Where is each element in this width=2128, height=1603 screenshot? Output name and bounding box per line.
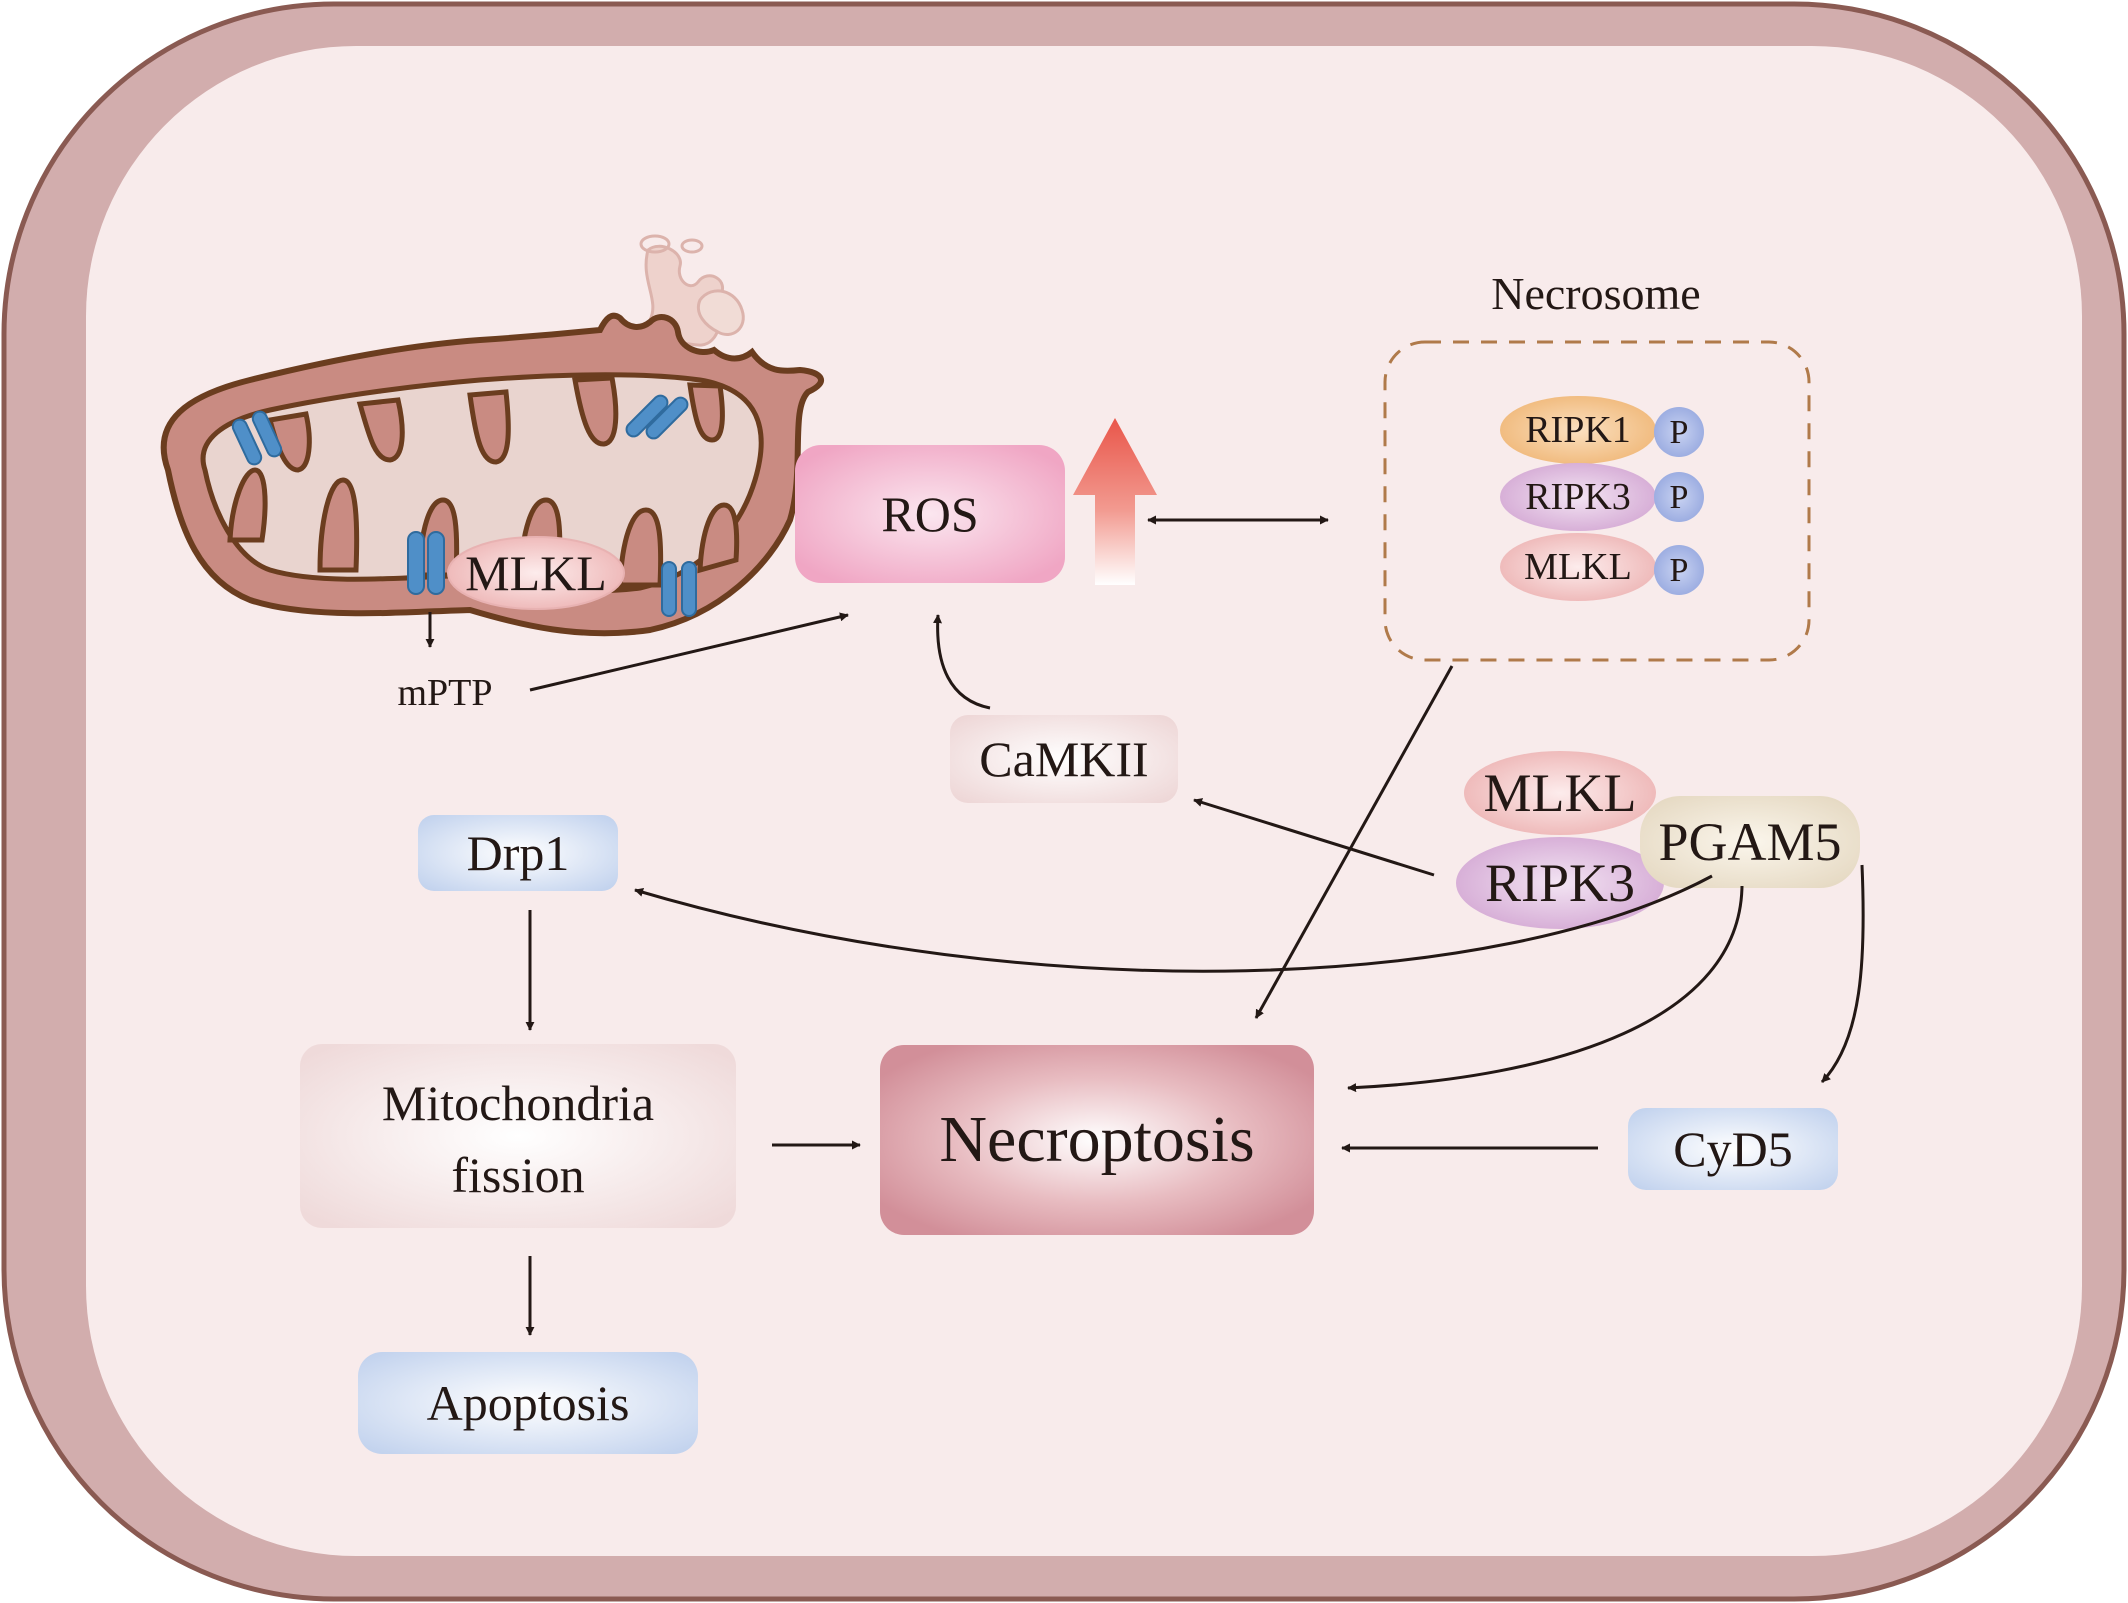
pgam5-box [1640, 796, 1860, 888]
phospho-label-ripk1: P [1669, 414, 1689, 451]
necrosome-ripk3-label: RIPK3 [1525, 476, 1631, 518]
complex-mlkl-label: MLKL [1483, 763, 1637, 823]
arrows [425, 515, 1865, 1336]
necroptosis-box [880, 1045, 1314, 1235]
ros-box [795, 445, 1065, 583]
ros-label: ROS [881, 486, 979, 542]
camkii-box [950, 715, 1178, 803]
fission-label-line2: fission [451, 1147, 585, 1203]
mito-mlkl-shape [447, 536, 625, 610]
complex-camkii-arrow [1193, 798, 1435, 877]
cyd5-box [1628, 1108, 1838, 1190]
necrosome-title: Necrosome [1491, 267, 1701, 319]
drp1-box [418, 815, 618, 891]
increase-arrow-icon [1073, 418, 1157, 585]
drp1-label: Drp1 [466, 825, 570, 881]
camkii-ros-arrow [933, 614, 991, 710]
phospho-label-ripk3: P [1669, 479, 1689, 516]
mptp-ros-arrow [529, 612, 849, 692]
necrosome-box [1383, 340, 1811, 662]
mitochondrion [160, 234, 824, 637]
mito-channel-icons [231, 394, 697, 617]
phospho-label-mlkl: P [1669, 552, 1689, 589]
necrosome-ripk1-label: RIPK1 [1525, 409, 1631, 451]
apoptosis-box [358, 1352, 698, 1454]
cyd5-label: CyD5 [1673, 1121, 1793, 1177]
necrosome-mlkl-label: MLKL [1524, 546, 1632, 588]
pgam5-cyd5-arrow [1820, 864, 1865, 1084]
pgam5-necroptosis-arrow [1347, 885, 1744, 1093]
fission-label-line1: Mitochondria [381, 1075, 655, 1131]
apoptosis-label: Apoptosis [426, 1375, 630, 1431]
necroptosis-label: Necroptosis [939, 1103, 1255, 1176]
mptp-label: mPTP [397, 672, 493, 714]
pgam5-label: PGAM5 [1658, 812, 1842, 872]
mito-mlkl-label: MLKL [465, 545, 607, 601]
necrosome-necroptosis-arrow [1254, 665, 1454, 1019]
fission-box [300, 1044, 736, 1228]
camkii-label: CaMKII [979, 731, 1149, 787]
pgam5-drp1-arrow [634, 874, 1713, 973]
complex-ripk3-label: RIPK3 [1484, 853, 1636, 913]
